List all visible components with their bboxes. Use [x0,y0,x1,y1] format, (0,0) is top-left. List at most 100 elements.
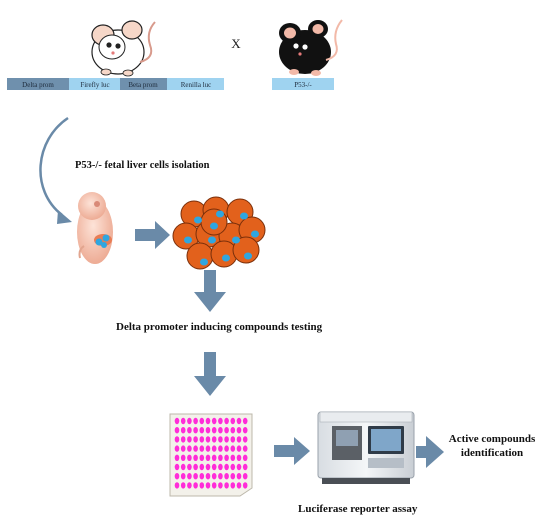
plate-well [193,482,198,489]
plate-well [180,445,186,452]
plate-well [218,473,223,480]
cell-cluster-icon [172,196,266,270]
cell-nucleus [251,230,259,238]
segment-label-delta: Delta prom [22,81,54,89]
embryo-icon [77,192,113,264]
cell [210,240,238,268]
plate-well [224,417,229,425]
plate-well [224,454,229,461]
plate-well [218,427,223,434]
cell-nucleus [210,222,218,230]
plate-well [199,417,205,425]
plate-well [236,436,242,443]
plate-well [180,454,186,461]
plate-well [205,473,211,480]
plate-well [193,427,198,434]
plate-well [224,473,229,480]
plate-well [236,417,242,425]
plate-well [193,473,198,480]
plate-well [199,445,205,452]
active-label-line2: identification [461,447,523,459]
arrow-right-1-icon [135,221,170,249]
plate-well [211,454,217,461]
plate-well [230,417,236,425]
plate-well [224,436,229,443]
plate-well [211,473,217,480]
plate-well [199,473,205,480]
plate-well [174,427,180,434]
segment-delta-prom [7,78,69,90]
plate-well [230,427,236,434]
p53-bar-label: P53-/- [294,81,312,89]
plate-well [193,463,198,471]
plate-well [180,417,186,425]
plate-well [193,454,198,461]
black-mouse-icon [279,19,343,76]
plate-well [236,482,242,489]
plate-well [224,445,229,452]
plate-well [205,445,211,452]
plate-well [205,436,211,443]
plate-well [199,427,205,434]
assay-label: Luciferase reporter assay [298,503,418,515]
plate-well [180,436,186,443]
plate-well [218,482,223,489]
plate-well [224,463,229,471]
plate-well [174,473,180,480]
plate-well [242,417,248,425]
plate-well [230,454,236,461]
arrow-right-2-icon [274,437,310,465]
plate-well [180,482,186,489]
segment-firefly-luc [69,78,120,90]
cell-nucleus [232,236,240,244]
plate-well [205,463,211,471]
plate-well [224,482,229,489]
arrow-down-1-icon [194,270,226,312]
plate-well [242,482,248,489]
plate-well [211,427,217,434]
cell-nucleus [216,210,224,218]
isolation-label: P53-/- fetal liver cells isolation [75,160,210,171]
plate-well [242,463,248,471]
plate-well [205,427,211,434]
cell-nucleus [222,254,230,262]
plate-well [199,482,205,489]
plate-well [236,445,242,452]
plate-well [211,445,217,452]
plate-well [211,436,217,443]
plate-well [187,436,192,443]
plate-well [174,482,180,489]
construct-bar: Delta prom Firefly luc Beta prom Renilla… [7,78,224,90]
plate-well [236,473,242,480]
plate-well [230,473,236,480]
plate-well [187,473,192,480]
plate-well [211,482,217,489]
cell-nucleus [200,258,208,266]
plate-well [174,463,180,471]
well-plate-icon [169,413,253,497]
plate-well [211,463,217,471]
plate-well [242,436,248,443]
plate-well [224,427,229,434]
cell-nucleus [244,252,252,260]
plate-well [187,482,192,489]
plate-well [199,463,205,471]
white-mouse-icon [91,20,156,77]
plate-well [174,454,180,461]
plate-well [180,463,186,471]
plate-well [180,473,186,480]
segment-label-firefly: Firefly luc [80,81,109,89]
arrow-down-2-icon [194,352,226,396]
segment-label-renilla: Renilla luc [181,81,212,89]
testing-label: Delta promoter inducing compounds testin… [116,321,323,333]
segment-label-beta: Beta prom [128,81,158,89]
cell [186,242,214,270]
plate-well [236,463,242,471]
segment-beta-prom [120,78,167,90]
plate-well [205,482,211,489]
plate-well [236,454,242,461]
active-label-line1: Active compounds [449,433,536,445]
plate-well [205,454,211,461]
cell [232,236,260,264]
